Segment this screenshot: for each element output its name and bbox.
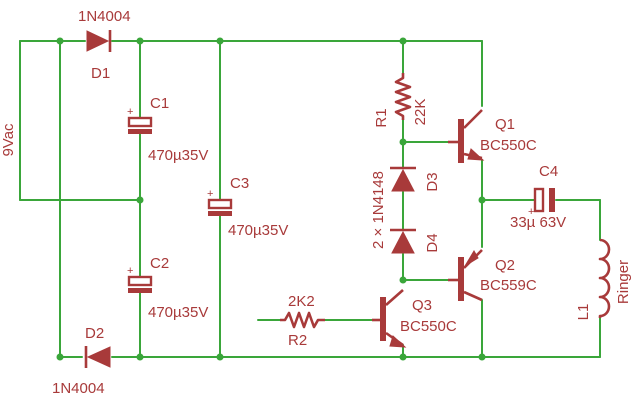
capacitor-c2-plus: + [127, 265, 133, 277]
diode-d2-name: D2 [85, 325, 104, 342]
diode-d1-name: D1 [91, 65, 110, 82]
capacitor-c2-value: 470µ35V [148, 304, 208, 321]
capacitor-c1 [127, 116, 153, 134]
diode-d1 [86, 30, 112, 52]
capacitor-c3 [207, 198, 233, 216]
diode-d4 [390, 228, 416, 254]
transistor-q2-name: Q2 [495, 257, 515, 274]
capacitor-c4-name: C4 [539, 163, 558, 180]
resistor-r1-name: R1 [373, 108, 390, 127]
resistor-r2-value: 2K2 [288, 293, 315, 310]
transistor-q3-name: Q3 [412, 297, 432, 314]
junctions [56, 37, 486, 361]
capacitor-c4 [533, 187, 555, 213]
diode-pair-label: 2 × 1N4148 [370, 171, 387, 249]
transistor-q2 [448, 249, 483, 302]
transistor-q1 [448, 109, 485, 163]
resistor-r1-value: 22K [412, 99, 429, 126]
diode-d1-part: 1N4004 [78, 8, 131, 25]
capacitor-c3-name: C3 [230, 175, 249, 192]
diode-d3 [390, 166, 416, 192]
transistor-q3 [372, 289, 407, 348]
transistor-q1-part: BC550C [480, 137, 537, 154]
inductor-l1 [598, 238, 611, 318]
resistor-r1 [394, 73, 412, 120]
capacitor-c1-plus: + [127, 106, 133, 118]
diode-d4-name: D4 [424, 233, 441, 252]
source-label: 9Vac [0, 123, 17, 157]
resistor-r2 [280, 311, 325, 329]
capacitor-c3-value: 470µ35V [228, 222, 288, 239]
diode-d2-part: 1N4004 [52, 380, 105, 397]
diode-d2 [84, 346, 111, 368]
inductor-l1-label: Ringer [615, 260, 632, 304]
resistor-r2-name: R2 [288, 332, 307, 349]
capacitor-c4-value: 33µ 63V [510, 214, 566, 231]
capacitor-c1-value: 470µ35V [148, 147, 208, 164]
capacitor-c3-plus: + [207, 188, 213, 200]
capacitor-c1-name: C1 [150, 95, 169, 112]
capacitor-c4-plus: + [528, 206, 534, 218]
capacitor-c2-name: C2 [150, 255, 169, 272]
transistor-q1-name: Q1 [495, 116, 515, 133]
diode-d3-name: D3 [424, 172, 441, 191]
transistor-q3-part: BC550C [400, 318, 457, 335]
capacitor-c2 [127, 275, 153, 293]
inductor-l1-name: L1 [575, 304, 592, 321]
transistor-q2-part: BC559C [480, 277, 537, 294]
